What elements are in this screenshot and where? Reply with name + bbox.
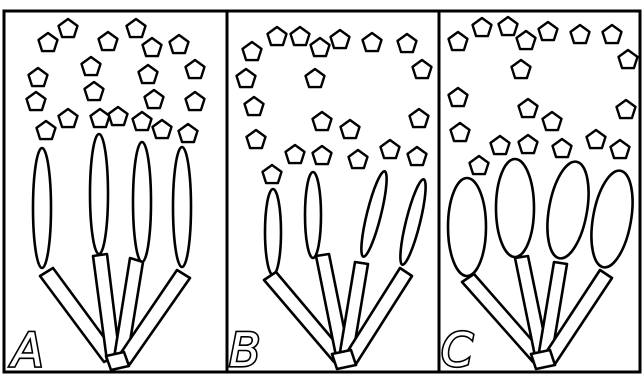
- cell-ellipse: [585, 167, 639, 270]
- particle-pentagon: [37, 121, 56, 139]
- cell-ellipse: [173, 147, 191, 267]
- particle-pentagon: [286, 145, 305, 163]
- panel-c-stalks: [462, 256, 612, 369]
- particle-pentagon: [170, 35, 189, 53]
- panel-label-b: B: [229, 323, 261, 376]
- particle-pentagon: [553, 139, 572, 157]
- particle-pentagon: [539, 22, 558, 40]
- particle-pentagon: [139, 65, 158, 83]
- stalk-bar: [531, 350, 555, 369]
- particle-pentagon: [145, 90, 164, 108]
- particle-pentagon: [603, 25, 622, 43]
- particle-pentagon: [245, 97, 264, 115]
- panel-b-cells: [265, 170, 430, 275]
- particle-pentagon: [179, 124, 198, 142]
- panel-a-particles: [27, 19, 205, 142]
- particle-pentagon: [313, 112, 332, 130]
- particle-pentagon: [349, 150, 368, 168]
- cell-ellipse: [33, 148, 51, 268]
- particle-pentagon: [59, 109, 78, 127]
- particle-pentagon: [91, 109, 110, 127]
- panel-b-particles: [237, 27, 432, 183]
- panel-c-particles: [449, 17, 638, 174]
- particle-pentagon: [99, 32, 118, 50]
- particle-pentagon: [186, 92, 205, 110]
- cell-ellipse: [133, 142, 151, 262]
- particle-pentagon: [381, 140, 400, 158]
- particle-pentagon: [619, 50, 638, 68]
- panel-a-cells: [33, 134, 191, 268]
- particle-pentagon: [29, 68, 48, 86]
- particle-pentagon: [291, 27, 310, 45]
- particle-pentagon: [587, 130, 606, 148]
- particle-pentagon: [313, 146, 332, 164]
- panel-c: C: [441, 17, 639, 376]
- particle-pentagon: [39, 33, 58, 51]
- cell-ellipse: [448, 178, 486, 276]
- particle-pentagon: [85, 82, 104, 100]
- cell-ellipse: [496, 159, 534, 257]
- stalk-bar: [332, 350, 356, 369]
- particle-pentagon: [519, 135, 538, 153]
- particle-pentagon: [341, 120, 360, 138]
- particle-pentagon: [133, 112, 152, 130]
- particle-pentagon: [186, 60, 205, 78]
- particle-pentagon: [617, 100, 636, 118]
- stalk-bar: [106, 352, 129, 370]
- particle-pentagon: [408, 147, 427, 165]
- particle-pentagon: [413, 60, 432, 78]
- cell-ellipse: [90, 134, 108, 254]
- particle-pentagon: [143, 38, 162, 56]
- particle-pentagon: [517, 31, 536, 49]
- particle-pentagon: [363, 33, 382, 51]
- particle-pentagon: [306, 69, 325, 87]
- cell-ellipse: [396, 178, 431, 267]
- particle-pentagon: [27, 92, 46, 110]
- particle-pentagon: [410, 109, 429, 127]
- panel-b: B: [229, 27, 432, 376]
- cell-ellipse: [357, 170, 392, 259]
- particle-pentagon: [491, 136, 510, 154]
- panel-a: A: [9, 19, 205, 376]
- particle-pentagon: [82, 57, 101, 75]
- cell-ellipse: [305, 172, 321, 258]
- particle-pentagon: [398, 34, 417, 52]
- particle-pentagon: [611, 140, 630, 158]
- cell-ellipse: [265, 189, 281, 275]
- particle-pentagon: [109, 107, 128, 125]
- particle-pentagon: [571, 25, 590, 43]
- particle-pentagon: [519, 99, 538, 117]
- particle-pentagon: [263, 165, 282, 183]
- particle-pentagon: [499, 17, 518, 35]
- particle-pentagon: [59, 19, 78, 37]
- particle-pentagon: [247, 130, 266, 148]
- particle-pentagon: [449, 88, 468, 106]
- particle-pentagon: [243, 42, 262, 60]
- particle-pentagon: [473, 18, 492, 36]
- panel-a-stalks: [40, 254, 190, 370]
- panel-b-stalks: [264, 254, 412, 369]
- particle-pentagon: [451, 123, 470, 141]
- particle-pentagon: [331, 30, 350, 48]
- panel-label-c: C: [441, 323, 473, 376]
- particle-pentagon: [237, 69, 256, 87]
- panel-c-cells: [448, 158, 639, 276]
- panel-label-a: A: [9, 323, 43, 376]
- particle-pentagon: [512, 60, 531, 78]
- cell-ellipse: [541, 158, 595, 261]
- particle-pentagon: [311, 38, 330, 56]
- particle-pentagon: [449, 32, 468, 50]
- particle-pentagon: [127, 19, 146, 37]
- particle-pentagon: [268, 27, 287, 45]
- particle-pentagon: [470, 156, 489, 174]
- particle-pentagon: [153, 120, 172, 138]
- particle-pentagon: [543, 112, 562, 130]
